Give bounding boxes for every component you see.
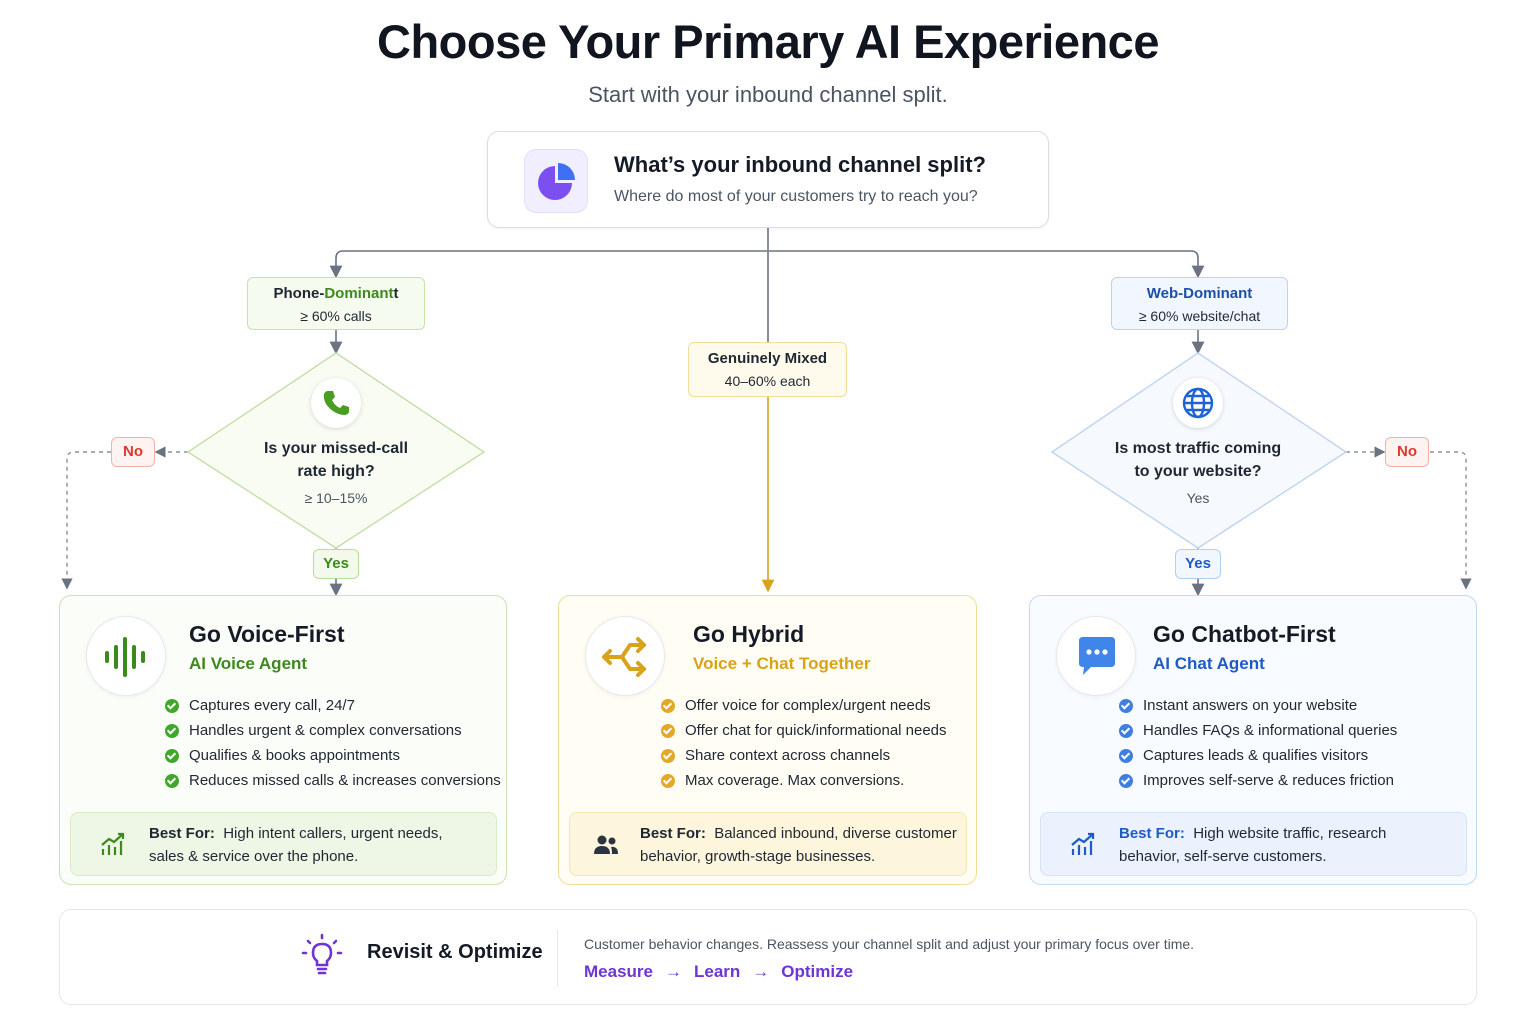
lightbulb-icon bbox=[300, 932, 344, 981]
decision-diamond-phone bbox=[186, 352, 486, 549]
list-item: Reduces missed calls & increases convers… bbox=[165, 771, 501, 796]
branch-genuinely-mixed: Genuinely Mixed 40–60% each bbox=[688, 342, 847, 397]
best-for-label: Best For: bbox=[640, 825, 706, 842]
list-item: Captures every call, 24/7 bbox=[165, 696, 501, 721]
card-chatbot-bullets: Instant answers on your website Handles … bbox=[1119, 696, 1397, 796]
footer-divider bbox=[557, 930, 558, 986]
list-item: Handles urgent & complex conversations bbox=[165, 721, 501, 746]
branch-web-detail: ≥ 60% website/chat bbox=[1138, 308, 1261, 324]
check-icon bbox=[661, 699, 675, 713]
arrow-right-icon: → bbox=[752, 962, 770, 981]
list-item: Improves self-serve & reduces friction bbox=[1119, 771, 1397, 796]
best-for-label: Best For: bbox=[1119, 825, 1185, 842]
card-voice-title: Go Voice-First bbox=[189, 621, 345, 647]
branch-phone-detail: ≥ 60% calls bbox=[300, 308, 372, 324]
list-item: Offer voice for complex/urgent needs bbox=[661, 696, 947, 721]
list-item: Max coverage. Max conversions. bbox=[661, 771, 947, 796]
globe-icon bbox=[1173, 378, 1223, 428]
card-hybrid: Go Hybrid Voice + Chat Together Offer vo… bbox=[558, 595, 977, 885]
list-item: Offer chat for quick/informational needs bbox=[661, 721, 947, 746]
list-item: Handles FAQs & informational queries bbox=[1119, 721, 1397, 746]
card-hybrid-title: Go Hybrid bbox=[693, 621, 805, 647]
growth-chart-icon bbox=[1069, 831, 1097, 864]
branch-mixed-label: Genuinely Mixed bbox=[707, 350, 828, 367]
card-chatbot-subtitle: AI Chat Agent bbox=[1153, 654, 1265, 673]
pie-chart-icon bbox=[524, 149, 588, 213]
question-subtitle: Where do most of your customers try to r… bbox=[614, 188, 978, 205]
page-subtitle: Start with your inbound channel split. bbox=[588, 82, 948, 107]
check-icon bbox=[1119, 724, 1133, 738]
best-for-line1: High intent callers, urgent needs, bbox=[223, 825, 443, 842]
check-icon bbox=[1119, 699, 1133, 713]
phone-icon bbox=[311, 378, 361, 428]
decision-phone-question: Is your missed-call rate high? bbox=[226, 437, 446, 483]
list-item: Qualifies & books appointments bbox=[165, 746, 501, 771]
list-item: Captures leads & qualifies visitors bbox=[1119, 746, 1397, 771]
card-hybrid-bullets: Offer voice for complex/urgent needs Off… bbox=[661, 696, 947, 796]
list-item: Share context across channels bbox=[661, 746, 947, 771]
list-item: Instant answers on your website bbox=[1119, 696, 1397, 721]
branch-phone-dominant: Phone-Dominantt ≥ 60% calls bbox=[247, 277, 425, 330]
phone-no-label: No bbox=[111, 437, 155, 467]
branch-mixed-detail: 40–60% each bbox=[724, 373, 811, 389]
decision-diamond-web bbox=[1050, 352, 1348, 549]
check-icon bbox=[661, 749, 675, 763]
voice-waveform-icon bbox=[86, 616, 166, 696]
footer-title: Revisit & Optimize bbox=[367, 941, 543, 963]
check-icon bbox=[165, 724, 179, 738]
best-for-label: Best For: bbox=[149, 825, 215, 842]
growth-chart-icon bbox=[99, 831, 127, 864]
branch-web-dominant: Web-Dominant ≥ 60% website/chat bbox=[1111, 277, 1288, 330]
branch-phone-label-a: Phone- bbox=[273, 285, 325, 302]
card-voice-subtitle: AI Voice Agent bbox=[189, 654, 308, 673]
step-measure: Measure bbox=[584, 962, 653, 981]
branch-phone-label-b: Dominant bbox=[324, 285, 394, 302]
check-icon bbox=[661, 774, 675, 788]
best-for-line2: sales & service over the phone. bbox=[149, 848, 359, 865]
check-icon bbox=[661, 724, 675, 738]
card-chatbot-title: Go Chatbot-First bbox=[1153, 621, 1336, 647]
decision-web-line2: to your website? bbox=[1134, 463, 1262, 480]
best-for-line1: Balanced inbound, diverse customer bbox=[714, 825, 957, 842]
page-title: Choose Your Primary AI Experience bbox=[377, 15, 1159, 68]
footer-text: Customer behavior changes. Reassess your… bbox=[584, 936, 1195, 952]
step-optimize: Optimize bbox=[781, 962, 854, 981]
chat-bubble-icon bbox=[1056, 616, 1136, 696]
question-title: What’s your inbound channel split? bbox=[614, 152, 986, 177]
decision-web-detail: Yes bbox=[1186, 490, 1210, 506]
check-icon bbox=[165, 774, 179, 788]
decision-web-question: Is most traffic coming to your website? bbox=[1078, 437, 1318, 483]
branch-phone-label-c: t bbox=[393, 285, 399, 302]
step-learn: Learn bbox=[693, 962, 741, 981]
check-icon bbox=[165, 749, 179, 763]
card-chatbot-best-for: Best For: High website traffic, research… bbox=[1040, 812, 1467, 876]
best-for-line1: High website traffic, research bbox=[1193, 825, 1387, 842]
web-no-label: No bbox=[1385, 437, 1429, 467]
question-box: What’s your inbound channel split? Where… bbox=[487, 131, 1049, 228]
decision-phone-detail: ≥ 10–15% bbox=[304, 490, 368, 506]
best-for-line2: behavior, self-serve customers. bbox=[1119, 848, 1327, 865]
best-for-line2: behavior, growth-stage businesses. bbox=[640, 848, 876, 865]
users-icon bbox=[592, 833, 620, 862]
decision-phone-line2: rate high? bbox=[297, 463, 375, 480]
web-yes-label: Yes bbox=[1175, 549, 1221, 579]
check-icon bbox=[1119, 774, 1133, 788]
branch-web-label: Web-Dominant bbox=[1146, 285, 1253, 302]
check-icon bbox=[1119, 749, 1133, 763]
decision-web-line1: Is most traffic coming bbox=[1114, 440, 1282, 457]
decision-phone-line1: Is your missed-call bbox=[263, 440, 409, 457]
footer-revisit-optimize: Revisit & Optimize Customer behavior cha… bbox=[59, 909, 1477, 1005]
card-voice-first: Go Voice-First AI Voice Agent Captures e… bbox=[59, 595, 507, 885]
footer-steps: Measure → Learn → Optimize bbox=[584, 962, 853, 982]
arrow-right-icon: → bbox=[664, 962, 682, 981]
card-voice-best-for: Best For: High intent callers, urgent ne… bbox=[70, 812, 497, 876]
split-arrows-icon bbox=[585, 616, 665, 696]
phone-yes-label: Yes bbox=[313, 549, 359, 579]
card-voice-bullets: Captures every call, 24/7 Handles urgent… bbox=[165, 696, 501, 796]
card-hybrid-best-for: Best For: Balanced inbound, diverse cust… bbox=[569, 812, 967, 876]
card-chatbot-first: Go Chatbot-First AI Chat Agent Instant a… bbox=[1029, 595, 1477, 885]
card-hybrid-subtitle: Voice + Chat Together bbox=[693, 654, 871, 673]
check-icon bbox=[165, 699, 179, 713]
